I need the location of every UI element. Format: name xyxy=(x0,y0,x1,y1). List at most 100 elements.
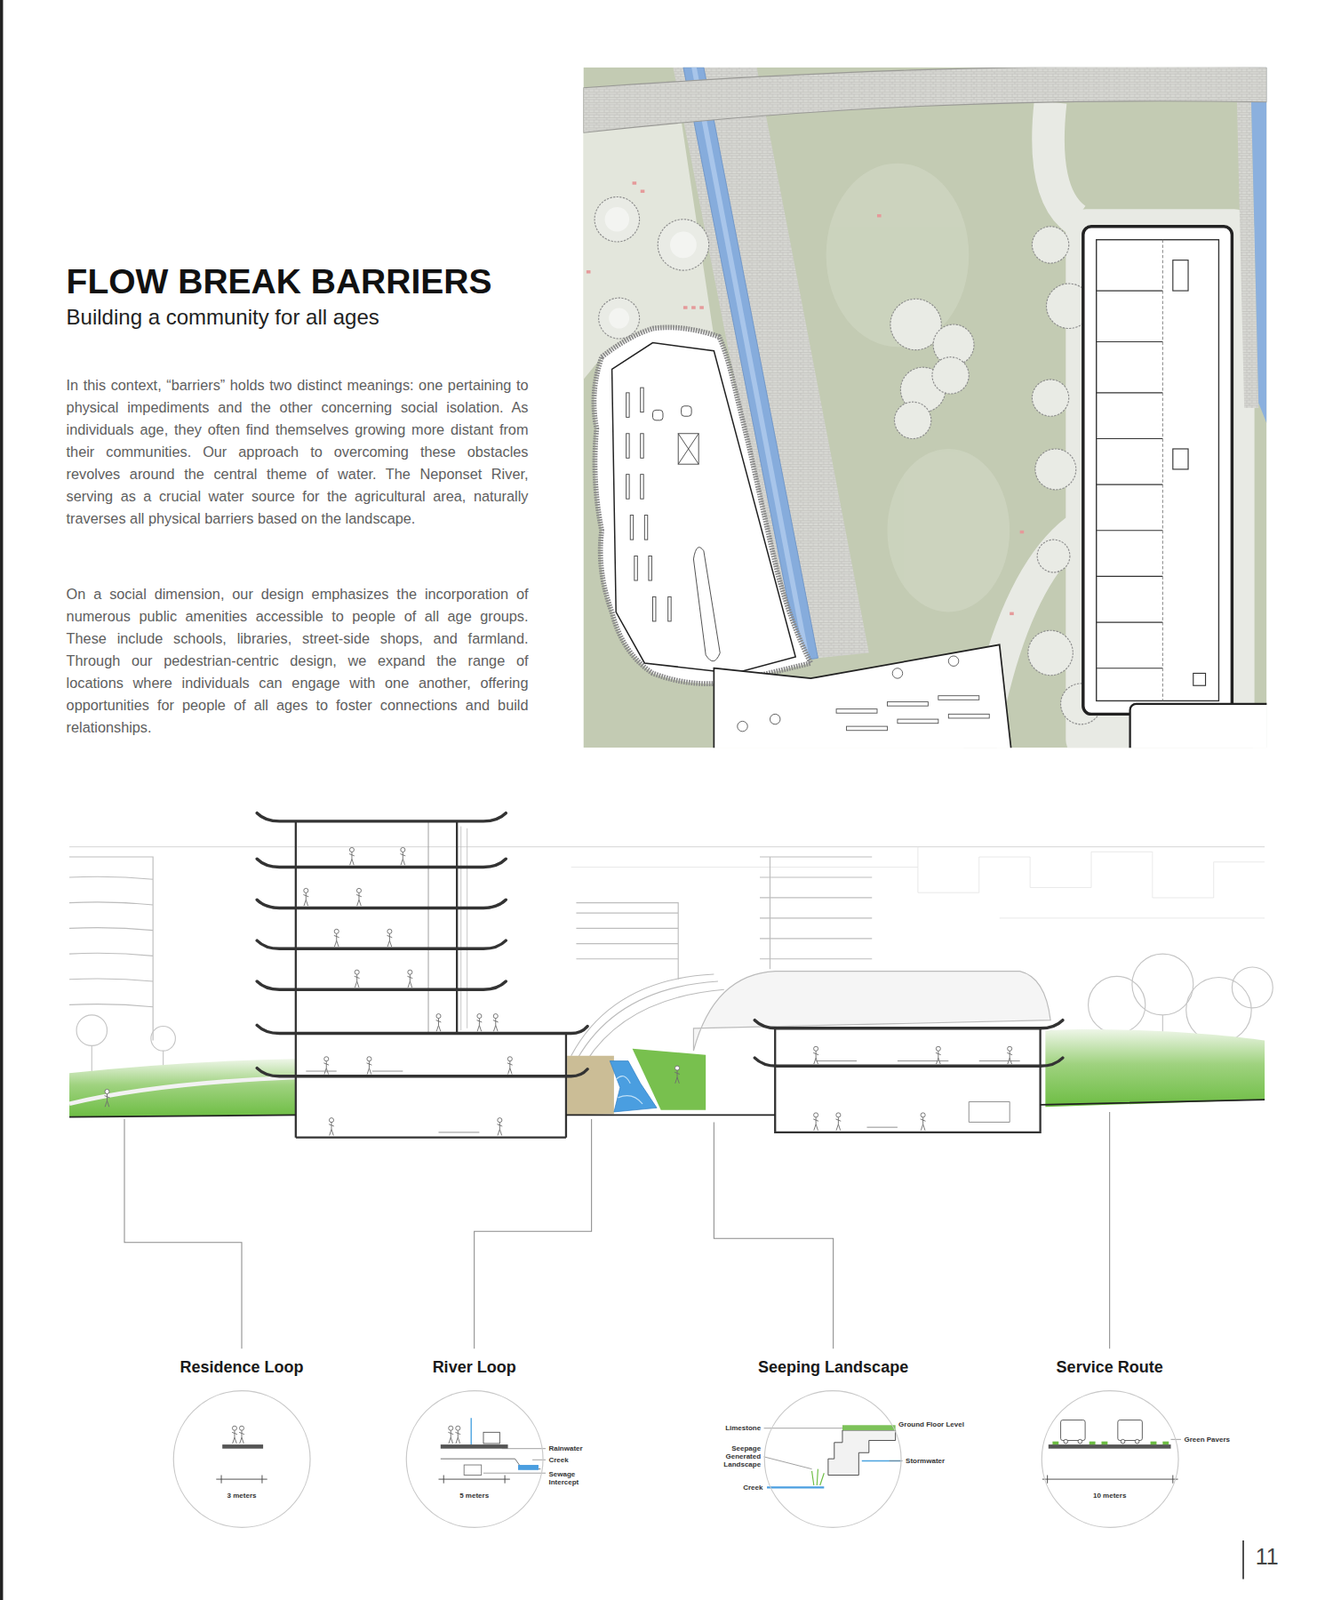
page-number: 11 xyxy=(1255,1542,1318,1570)
detail-label: Creek xyxy=(722,1483,764,1492)
tree xyxy=(598,297,640,339)
river-loop-sketch xyxy=(483,1431,500,1444)
library-building xyxy=(644,515,647,541)
person-figure xyxy=(104,846,1013,1135)
furniture xyxy=(699,305,704,309)
page-title: FLOW BREAK BARRIERS xyxy=(66,262,493,302)
detail-heading: Residence Loop xyxy=(98,1356,384,1377)
library-building xyxy=(640,387,644,413)
library-building xyxy=(612,343,797,674)
tree xyxy=(1035,448,1077,490)
person-figure xyxy=(104,1088,111,1107)
ground-line xyxy=(69,1099,1265,1118)
detail-label: Green Pavers xyxy=(1183,1435,1255,1444)
person-figure xyxy=(507,1056,513,1075)
library-building xyxy=(693,547,720,662)
residence-building xyxy=(428,821,430,1034)
detail-label: Seepage Generated Landscape xyxy=(718,1444,761,1469)
arch-canopy xyxy=(571,973,725,1062)
plaza xyxy=(892,668,902,679)
furniture xyxy=(683,305,688,309)
library-building xyxy=(593,327,811,684)
service-route-sketch xyxy=(1120,1438,1126,1444)
water-channel xyxy=(1250,67,1267,424)
leader-line xyxy=(1109,1111,1110,1349)
furniture xyxy=(877,214,882,217)
service-route-sketch xyxy=(1042,1420,1182,1484)
residence-loop-sketch xyxy=(222,1444,264,1449)
site-plan xyxy=(582,67,1267,748)
residence-loop-sketch xyxy=(215,1425,267,1483)
person-figure xyxy=(436,1013,442,1032)
person-figure xyxy=(399,846,406,865)
floor-slab xyxy=(256,940,506,949)
detail-circle: Residence Loop 3 meters xyxy=(88,1351,395,1541)
library-building xyxy=(634,555,638,581)
residence-building xyxy=(1162,239,1164,702)
library-building xyxy=(630,515,633,541)
subtitle: Building a community for all ages xyxy=(66,303,546,331)
plaza xyxy=(897,718,939,724)
person-figure xyxy=(334,928,340,947)
furniture xyxy=(691,305,696,309)
floor-slab xyxy=(256,813,588,1077)
bridge-road xyxy=(582,67,1267,133)
plaza xyxy=(737,720,748,731)
floor-slab xyxy=(256,858,506,867)
person-figure xyxy=(496,1117,503,1136)
grass-texture xyxy=(886,448,1010,613)
person-figure xyxy=(813,1045,819,1064)
footpath xyxy=(1048,102,1077,220)
detail-label: Creek xyxy=(548,1455,610,1464)
library-building xyxy=(653,596,656,622)
floor-slab xyxy=(256,1024,588,1033)
seeping-landscape-sketch xyxy=(812,1468,825,1485)
tree xyxy=(932,357,969,394)
seeping-landscape-sketch xyxy=(842,1424,896,1430)
leader-line xyxy=(124,1118,242,1349)
person-figure xyxy=(356,887,362,906)
tree xyxy=(1186,976,1252,1042)
plaza xyxy=(836,709,878,714)
community-building xyxy=(693,971,1051,1052)
plaza xyxy=(737,655,990,732)
background-building xyxy=(575,902,679,980)
lawn xyxy=(69,1058,296,1117)
floor-slab xyxy=(256,981,506,990)
footpath xyxy=(1065,208,1254,748)
tree xyxy=(1088,975,1146,1033)
detail-label: 3 meters xyxy=(211,1491,273,1500)
plaza xyxy=(769,713,780,724)
furniture xyxy=(1009,612,1014,615)
detail-label: 5 meters xyxy=(443,1491,505,1500)
distant-skyline xyxy=(917,846,1265,898)
tree xyxy=(76,1014,107,1046)
residence-loop-sketch xyxy=(215,1475,267,1484)
residence-building xyxy=(1173,260,1189,291)
illustration xyxy=(0,0,1273,1600)
floor-slab xyxy=(256,899,506,908)
library-building xyxy=(593,327,811,684)
library-building xyxy=(640,474,644,500)
river-loop-sketch xyxy=(454,1425,461,1444)
service-route-sketch xyxy=(1117,1420,1143,1441)
tree xyxy=(1231,966,1273,1008)
tree xyxy=(1031,226,1069,264)
plaza xyxy=(713,644,1012,748)
community-building xyxy=(754,1020,1063,1029)
plaza xyxy=(846,726,888,731)
detail-label: Limestone xyxy=(699,1423,761,1432)
seeping-landscape-sketch xyxy=(766,1485,824,1488)
seeping-landscape-sketch xyxy=(764,1424,903,1487)
residence-building xyxy=(1083,226,1233,715)
creek xyxy=(609,1061,657,1112)
community-building xyxy=(774,1028,1040,1133)
tree xyxy=(608,308,630,329)
detail-label: Sewage Intercept xyxy=(548,1469,585,1486)
circle-outline xyxy=(765,1389,902,1527)
service-route-sketch xyxy=(1134,1438,1140,1444)
distant-skyline xyxy=(571,867,1265,918)
furniture xyxy=(305,1061,1020,1133)
detail-heading: Seeping Landscape xyxy=(690,1356,976,1377)
furniture xyxy=(640,189,646,192)
